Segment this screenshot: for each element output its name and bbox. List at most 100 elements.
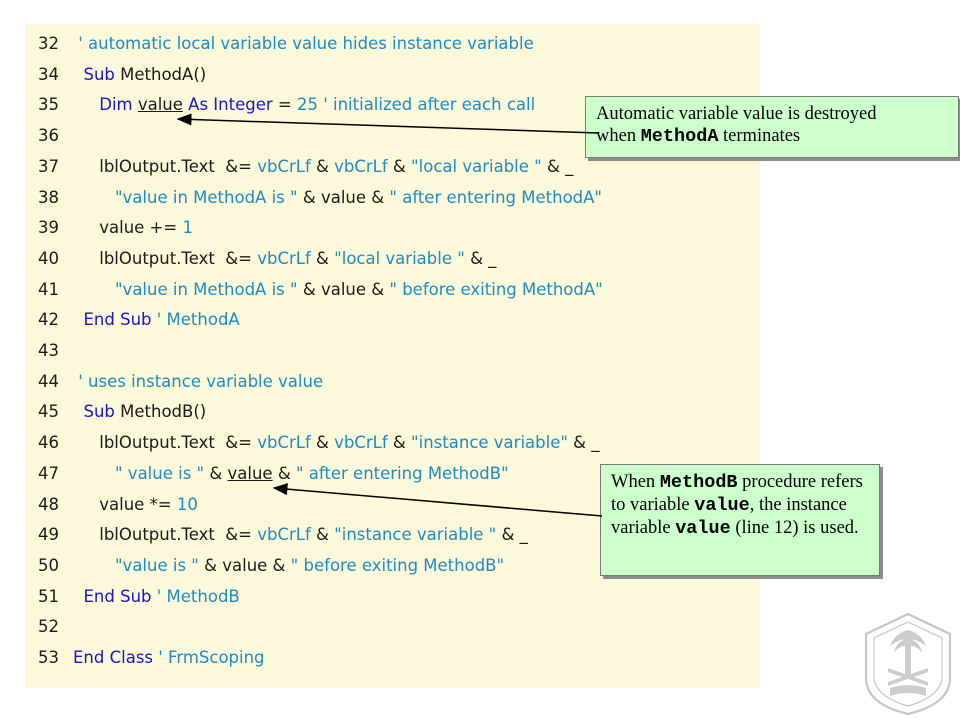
callout-b-code-2: value — [694, 495, 750, 516]
code-text: Sub MethodB() — [73, 402, 207, 422]
code-token: ' MethodA — [151, 310, 240, 330]
line-number: 47 — [38, 463, 59, 483]
code-token: & — [310, 156, 335, 176]
code-text: value *= 10 — [73, 495, 198, 514]
code-token: & _ — [567, 433, 600, 453]
code-line-52: 52 — [25, 614, 73, 640]
code-text: lblOutput.Text &= vbCrLf & vbCrLf & "ins… — [73, 433, 600, 453]
line-number: 42 — [38, 310, 59, 330]
code-token: 10 — [176, 494, 198, 514]
code-line-51: 51 End Sub ' MethodB — [25, 584, 240, 610]
code-token: & value & — [297, 187, 390, 207]
callout-b-code-1: MethodB — [659, 472, 738, 493]
callout-b-text-2: procedure refers to variable — [611, 472, 863, 515]
code-token: Sub — [83, 402, 115, 422]
line-number: 37 — [38, 156, 59, 176]
line-number: 39 — [38, 218, 59, 238]
code-token: vbCrLf — [334, 433, 388, 453]
code-text: value += 1 — [73, 218, 193, 237]
callout-b-text-1: When — [611, 472, 660, 492]
code-token: " value is " — [114, 463, 205, 483]
line-number: 43 — [38, 341, 59, 360]
code-text: "value in MethodA is " & value & " befor… — [73, 280, 603, 299]
code-text: Dim value As Integer = 25 ' initialized … — [73, 95, 535, 114]
code-token: ' automatic local variable value hides i… — [73, 34, 534, 53]
line-number: 41 — [38, 279, 59, 299]
line-number: 35 — [38, 95, 59, 115]
callout-a-line1: Automatic variable value is destroyed — [596, 104, 877, 124]
code-line-32: 32 ' automatic local variable value hide… — [25, 31, 534, 57]
code-text: End Class ' FrmScoping — [73, 648, 265, 667]
line-number: 51 — [38, 586, 59, 606]
code-line-45: 45 Sub MethodB() — [25, 399, 206, 425]
code-token: & — [387, 156, 412, 176]
line-number: 48 — [38, 494, 59, 514]
line-number: 32 — [38, 34, 59, 53]
king-saud-university-logo-icon — [864, 612, 952, 716]
code-token: & _ — [541, 156, 574, 176]
code-text: End Sub ' MethodA — [73, 310, 240, 329]
code-line-50: 50 "value is " & value & " before exitin… — [25, 553, 504, 579]
code-token: = — [272, 95, 297, 115]
callout-value-destroyed: Automatic variable value is destroyed wh… — [585, 96, 959, 158]
line-number: 49 — [38, 525, 59, 545]
code-text: Sub MethodA() — [73, 64, 207, 84]
code-token: & — [204, 463, 228, 483]
code-token: & — [310, 433, 335, 453]
code-line-48: 48 value *= 10 — [25, 492, 198, 518]
code-text: ' uses instance variable value — [73, 372, 323, 391]
code-token: lblOutput.Text &= — [99, 525, 258, 545]
code-line-37: 37 lblOutput.Text &= vbCrLf & vbCrLf & "… — [25, 154, 573, 180]
code-token: "value is " — [114, 555, 199, 575]
code-token: value — [137, 95, 183, 115]
code-token: vbCrLf — [257, 433, 311, 453]
code-token: " after entering MethodB" — [295, 463, 509, 483]
callout-b-text-4: (line 12) is used. — [730, 518, 859, 538]
code-token: vbCrLf — [257, 248, 311, 268]
code-token: & — [387, 433, 412, 453]
line-number: 45 — [38, 402, 59, 422]
code-text: lblOutput.Text &= vbCrLf & "local variab… — [73, 249, 496, 268]
callout-a-line2-post: terminates — [718, 126, 801, 146]
code-token: & _ — [464, 248, 497, 268]
code-token: "instance variable" — [411, 433, 568, 453]
callout-b-text-3: , the instance variable — [611, 495, 847, 538]
callout-methodb-instance: When MethodB procedure refers to variabl… — [600, 464, 880, 576]
code-line-35: 35 Dim value As Integer = 25 ' initializ… — [25, 92, 535, 118]
code-token: ' MethodB — [151, 586, 240, 606]
code-token: "value in MethodA is " — [114, 187, 298, 207]
code-line-39: 39 value += 1 — [25, 215, 193, 241]
code-line-38: 38 "value in MethodA is " & value & " af… — [25, 185, 602, 211]
code-token: vbCrLf — [257, 525, 311, 545]
code-token: "local variable " — [411, 156, 542, 176]
line-number: 44 — [38, 371, 59, 391]
callout-a-line2-pre: when — [596, 126, 641, 146]
code-token: value — [227, 463, 273, 483]
code-token: & — [310, 248, 335, 268]
code-line-46: 46 lblOutput.Text &= vbCrLf & vbCrLf & "… — [25, 430, 600, 456]
code-token: " before exiting MethodB" — [290, 555, 505, 575]
code-token: value += — [99, 218, 183, 238]
code-token: MethodB() — [114, 402, 207, 422]
code-token: "local variable " — [334, 248, 465, 268]
code-line-41: 41 "value in MethodA is " & value & " be… — [25, 277, 603, 303]
code-token: "instance variable " — [334, 525, 497, 545]
callout-a-code: MethodA — [640, 126, 719, 147]
code-text: End Sub ' MethodB — [73, 587, 240, 606]
code-text: " value is " & value & " after entering … — [73, 464, 509, 483]
code-text: lblOutput.Text &= vbCrLf & vbCrLf & "loc… — [73, 157, 573, 176]
code-token: Sub — [83, 64, 115, 84]
code-token: "value in MethodA is " — [114, 279, 298, 299]
code-token: & value & — [198, 555, 291, 575]
code-token: lblOutput.Text &= — [99, 248, 258, 268]
code-line-42: 42 End Sub ' MethodA — [25, 307, 240, 333]
code-token: End Class — [73, 648, 154, 667]
code-token: vbCrLf — [334, 156, 388, 176]
code-line-49: 49 lblOutput.Text &= vbCrLf & "instance … — [25, 522, 528, 548]
code-token: ' uses instance variable value — [78, 371, 324, 391]
code-token: ' FrmScoping — [153, 648, 265, 667]
callout-b-code-3: value — [675, 518, 731, 539]
line-number: 38 — [38, 187, 59, 207]
code-line-36: 36 — [25, 123, 73, 149]
code-text: lblOutput.Text &= vbCrLf & "instance var… — [73, 525, 528, 544]
